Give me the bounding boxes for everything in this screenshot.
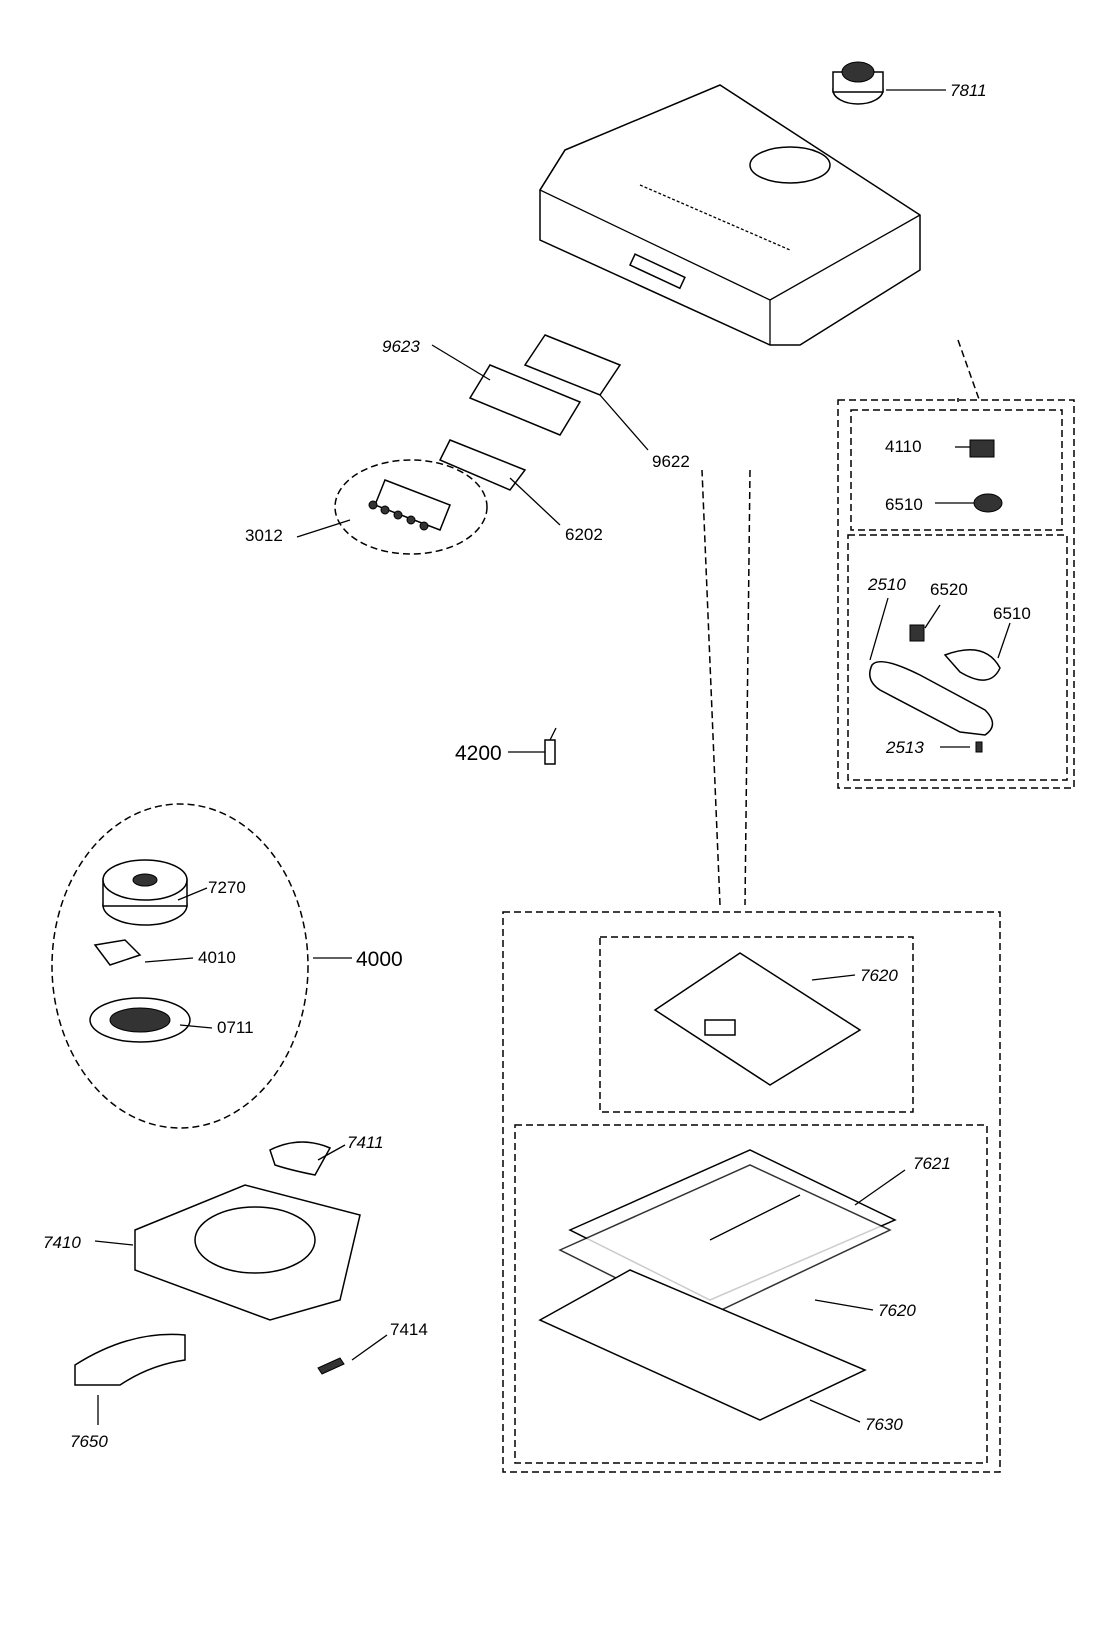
grease-filter-7620 (653, 952, 862, 1086)
blower-housing (74, 1141, 361, 1386)
label-9623: 9623 (382, 337, 420, 356)
range-hood-body (539, 84, 921, 346)
label-7270: 7270 (208, 878, 246, 897)
part-4200 (544, 727, 557, 765)
switch-4110 (969, 439, 995, 458)
label-7620-bottom: 7620 (878, 1301, 916, 1320)
label-9622: 9622 (652, 452, 690, 471)
label-7411: 7411 (347, 1133, 384, 1152)
label-6510: 6510 (993, 604, 1031, 623)
label-7630: 7630 (865, 1415, 903, 1434)
label-7621: 7621 (913, 1154, 951, 1173)
label-0711: 0711 (217, 1018, 254, 1037)
label-7414: 7414 (390, 1320, 428, 1339)
label-7620-top: 7620 (860, 966, 898, 985)
label-4110: 4110 (885, 437, 922, 456)
label-6202: 6202 (565, 525, 603, 544)
label-4000: 4000 (356, 948, 403, 971)
label-2510: 2510 (867, 575, 906, 594)
label-2513: 2513 (885, 738, 924, 757)
control-module (334, 334, 622, 555)
motor-cap-7811 (832, 61, 884, 105)
label-3012: 3012 (245, 526, 283, 545)
label-7410: 7410 (43, 1233, 81, 1252)
label-6510-top: 6510 (885, 495, 923, 514)
label-4200: 4200 (455, 742, 502, 765)
lamp-assembly (869, 624, 1001, 753)
filter-sheets (538, 1149, 897, 1421)
label-7811: 7811 (950, 81, 987, 100)
label-4010: 4010 (198, 948, 236, 967)
lamp-6510-top (973, 493, 1003, 513)
label-6520: 6520 (930, 580, 968, 599)
motor-group (89, 859, 191, 1043)
label-7650: 7650 (70, 1432, 108, 1451)
